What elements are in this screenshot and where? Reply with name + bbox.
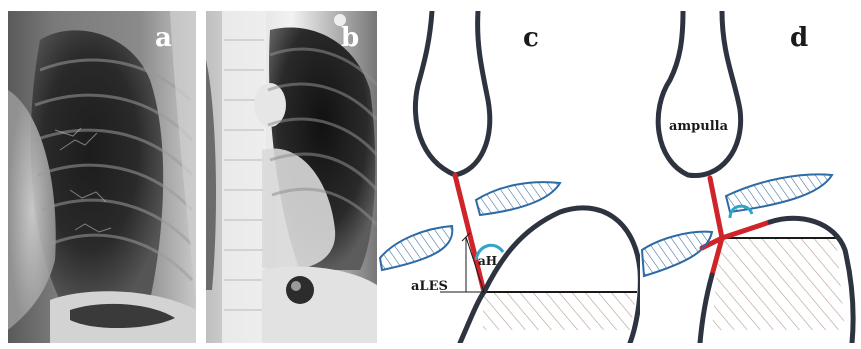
panel-b-xray [206,11,377,343]
panel-d-hatched-region [712,238,845,330]
panel-d-diagram: ampulla [640,11,861,343]
panel-d-label: d [790,23,808,53]
panel-a-label: a [155,23,172,53]
panel-c-label: c [523,23,539,53]
panel-c-diagram: aH aLES [378,11,640,343]
panel-d-ampulla-label: ampulla [669,119,729,134]
panel-c-les-label: aLES [411,279,448,294]
panel-c-angle-label: aH [478,254,497,268]
panel-b-label: b [341,23,359,53]
panel-a-xray [8,11,196,343]
panel-c-hatched-region [483,292,637,330]
